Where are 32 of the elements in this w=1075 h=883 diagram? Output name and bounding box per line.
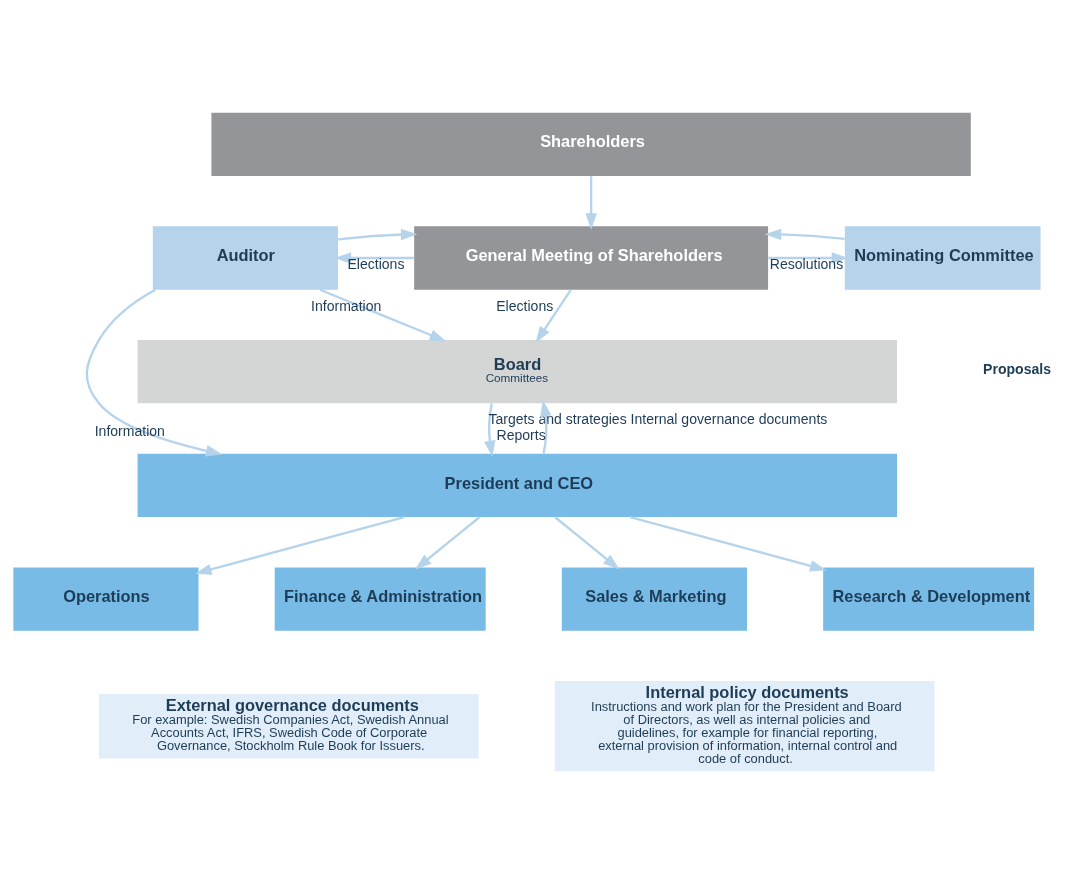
arrow bbox=[585, 175, 597, 230]
arrow bbox=[629, 515, 827, 571]
edge-label: Elections bbox=[496, 297, 554, 314]
node-box: Operations bbox=[13, 566, 199, 631]
node-box: General Meeting of Shareholders bbox=[414, 225, 769, 290]
edge-label: Information bbox=[311, 297, 382, 314]
edge-label: Resolutions bbox=[769, 255, 844, 272]
arrow bbox=[484, 402, 496, 457]
edge-label: Reports bbox=[496, 426, 546, 443]
edge-label: Targets and strategies Internal governance documents bbox=[488, 410, 828, 427]
arrow bbox=[338, 228, 418, 241]
node-box: Internal policy documents Instructions and work plan for the President and Board of Directors, as well as internal policies and guidelines, for example for financial reporting, external provision of information, internal control and code of conduct. bbox=[554, 680, 935, 771]
node-box: President and CEO bbox=[137, 453, 897, 517]
label: Proposals bbox=[983, 360, 1052, 377]
arrow bbox=[85, 288, 223, 456]
node-box: Auditor bbox=[152, 225, 338, 290]
arrow bbox=[319, 288, 447, 341]
arrow bbox=[554, 515, 620, 569]
arrow bbox=[540, 399, 552, 454]
edge-label: Information bbox=[94, 422, 165, 439]
node-box: Research & Development bbox=[823, 566, 1035, 631]
node-box: Nominating Committee bbox=[844, 225, 1041, 290]
node-box: Shareholders bbox=[211, 112, 971, 176]
edge-label: Elections bbox=[347, 255, 405, 272]
arrow bbox=[195, 515, 405, 575]
arrow bbox=[764, 228, 845, 240]
node-box: Sales & Marketing bbox=[561, 566, 747, 631]
arrow bbox=[535, 288, 572, 343]
arrow bbox=[415, 515, 481, 569]
node-box: Board Committees bbox=[137, 339, 897, 403]
node-box: External governance documents For example: Swedish Companies Act, Swedish Annual Accounts Act, IFRS, Swedish Code of Corporate Governance, Stockholm Rule Book for Issuers. bbox=[98, 693, 479, 758]
node-box: Finance & Administration bbox=[274, 566, 486, 631]
